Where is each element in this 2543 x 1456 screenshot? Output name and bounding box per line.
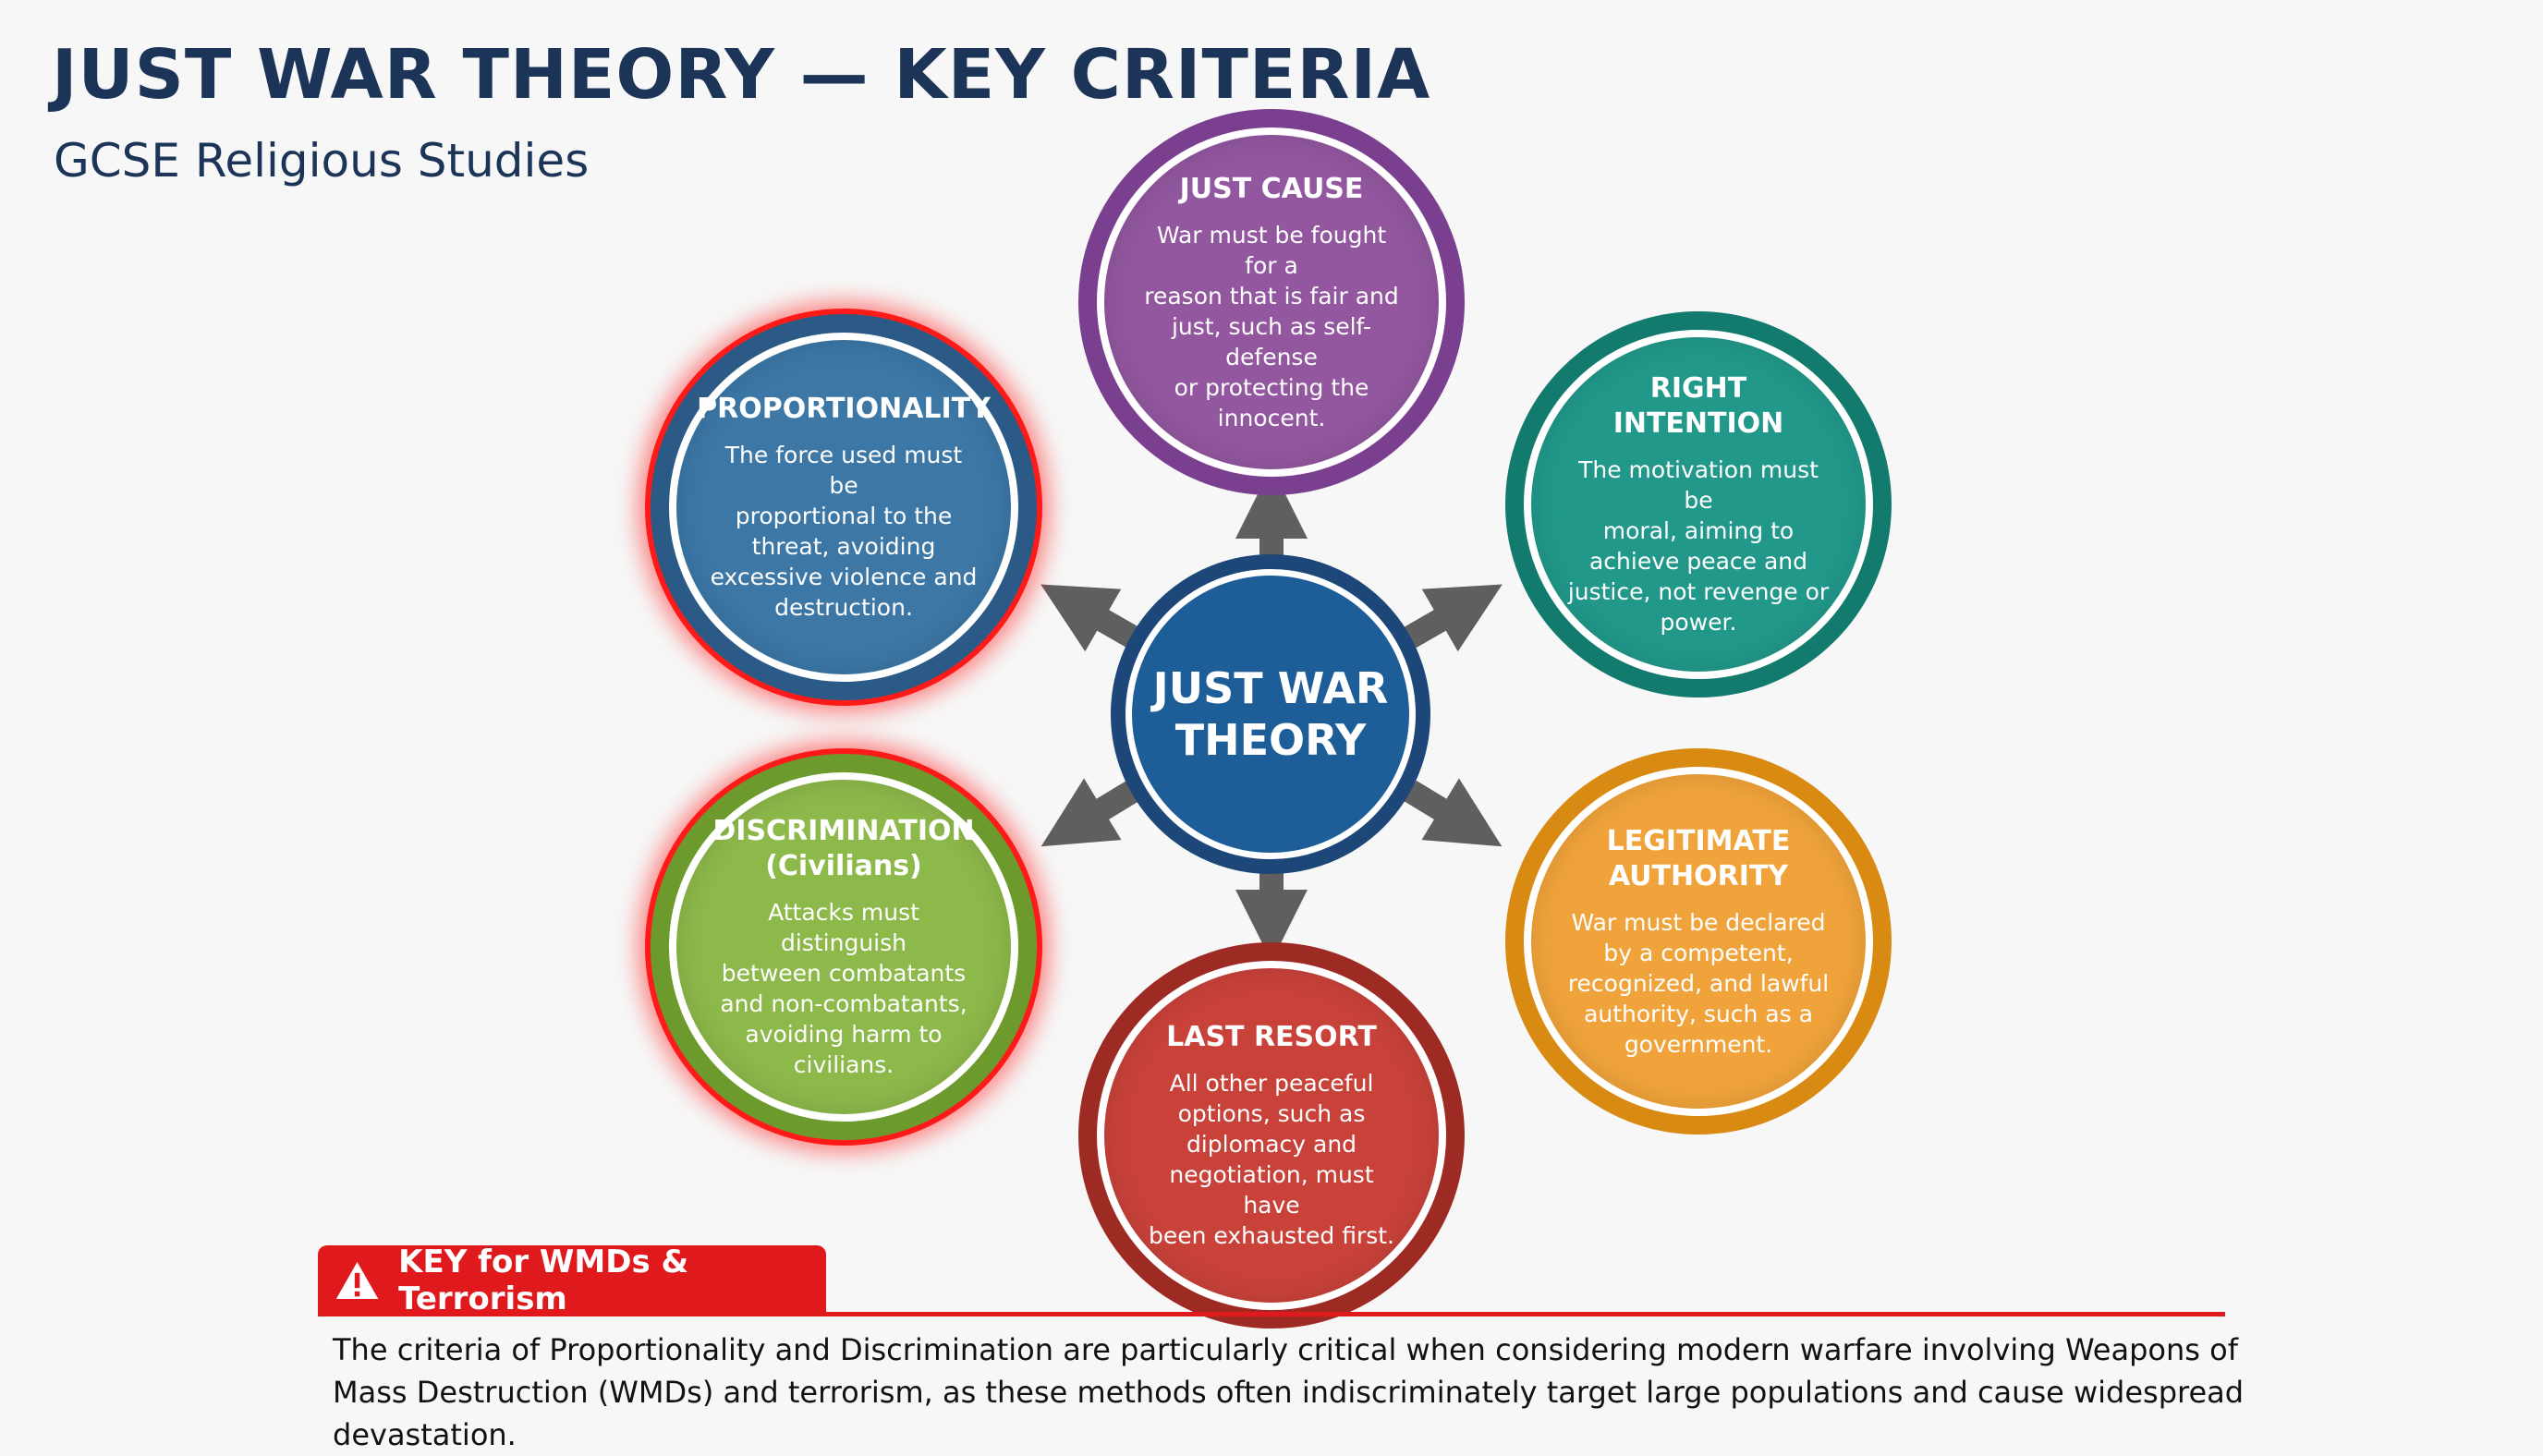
criterion-title: RIGHT INTENTION bbox=[1612, 372, 1784, 440]
criterion-inner: RIGHT INTENTION The motivation must be m… bbox=[1524, 330, 1873, 679]
center-hub-inner: JUST WAR THEORY bbox=[1125, 569, 1416, 859]
criterion-inner: LEGITIMATE AUTHORITY War must be declare… bbox=[1524, 767, 1873, 1116]
criterion-title: LEGITIMATE AUTHORITY bbox=[1606, 824, 1791, 892]
criterion-description: The force used must be proportional to t… bbox=[710, 442, 978, 621]
criterion-title: JUST CAUSE bbox=[1179, 172, 1364, 205]
key-header: KEY for WMDs & Terrorism bbox=[318, 1244, 826, 1317]
criterion-title: PROPORTIONALITY bbox=[697, 393, 991, 425]
criterion-just-cause: JUST CAUSE War must be fought for a reas… bbox=[1078, 109, 1465, 495]
key-divider bbox=[318, 1312, 2225, 1316]
criterion-legitimate-authority: LEGITIMATE AUTHORITY War must be declare… bbox=[1505, 748, 1892, 1134]
criterion-inner: LAST RESORT All other peaceful options, … bbox=[1097, 961, 1446, 1310]
criterion-proportionality: PROPORTIONALITY The force used must be p… bbox=[651, 314, 1037, 700]
criterion-description: The motivation must be moral, aiming to … bbox=[1567, 456, 1830, 636]
key-title: KEY for WMDs & Terrorism bbox=[398, 1244, 689, 1317]
warning-icon bbox=[335, 1261, 379, 1300]
criterion-title: DISCRIMINATION (Civilians) bbox=[712, 815, 975, 882]
arrows-layer bbox=[1040, 467, 1503, 962]
criterion-discrimination: DISCRIMINATION (Civilians) Attacks must … bbox=[651, 754, 1037, 1140]
arrow-upper-left bbox=[1040, 584, 1139, 652]
criterion-title: LAST RESORT bbox=[1166, 1021, 1377, 1053]
criterion-description: War must be fought for a reason that is … bbox=[1144, 221, 1399, 431]
criterion-right-intention: RIGHT INTENTION The motivation must be m… bbox=[1505, 311, 1892, 698]
page-title: JUST WAR THEORY — KEY CRITERIA bbox=[52, 35, 1431, 115]
arrow-upper-right bbox=[1404, 584, 1503, 652]
criterion-last-resort: LAST RESORT All other peaceful options, … bbox=[1078, 942, 1465, 1329]
page-subtitle: GCSE Religious Studies bbox=[54, 134, 590, 188]
arrow-lower-right bbox=[1404, 778, 1503, 847]
criterion-inner: JUST CAUSE War must be fought for a reas… bbox=[1097, 127, 1446, 477]
criterion-inner: PROPORTIONALITY The force used must be p… bbox=[669, 333, 1018, 682]
criterion-description: All other peaceful options, such as dipl… bbox=[1149, 1070, 1394, 1249]
center-hub-label: JUST WAR THEORY bbox=[1152, 663, 1389, 765]
criterion-description: Attacks must distinguish between combata… bbox=[720, 899, 967, 1078]
arrow-lower-left bbox=[1040, 778, 1139, 847]
key-description: The criteria of Proportionality and Disc… bbox=[333, 1332, 2245, 1452]
criterion-inner: DISCRIMINATION (Civilians) Attacks must … bbox=[669, 772, 1018, 1122]
center-hub: JUST WAR THEORY bbox=[1111, 554, 1430, 874]
criterion-description: War must be declared by a competent, rec… bbox=[1567, 908, 1830, 1058]
